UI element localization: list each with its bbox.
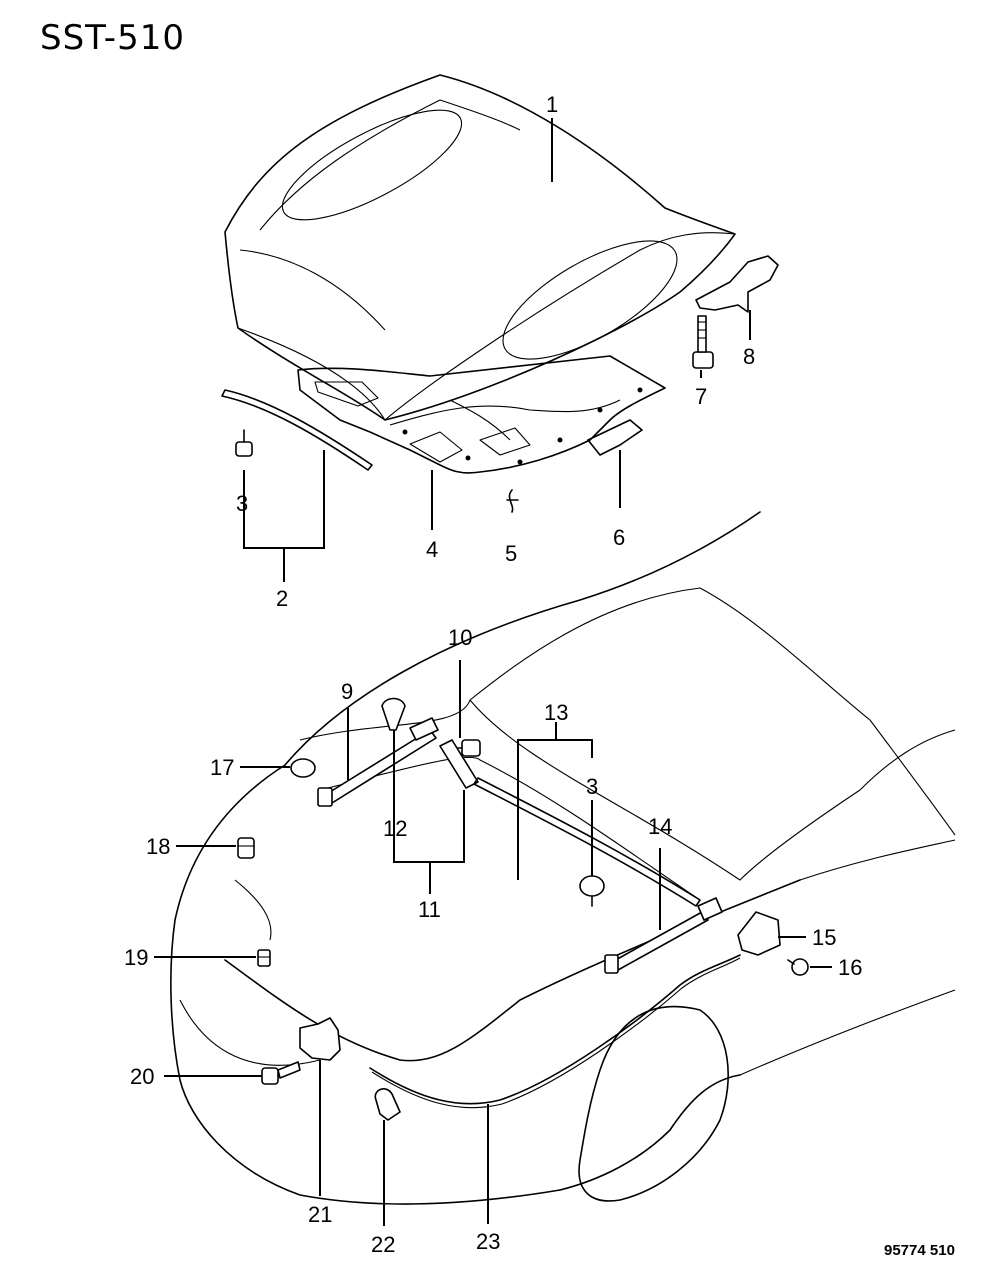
vehicle-body	[170, 511, 956, 1205]
callout-7: 7	[695, 384, 707, 409]
callout-9: 9	[341, 679, 353, 704]
latch-bolt	[261, 1061, 301, 1085]
callout-4: 4	[426, 537, 438, 562]
diagram-title: SST-510	[40, 18, 185, 58]
callout-11: 11	[418, 897, 441, 922]
callout-numbers: 1 2 3 4 5 6 7 8 9 10 11 12 13 3 14 15 16…	[124, 92, 862, 1257]
callout-13: 13	[544, 700, 568, 725]
hood-release-cable	[369, 954, 741, 1105]
callout-10: 10	[448, 625, 472, 650]
cable-clamp	[374, 1088, 401, 1121]
callout-3-lower: 3	[586, 774, 598, 799]
hood-bumper-cap	[290, 758, 316, 778]
hood-bumper-upper	[235, 429, 253, 457]
callout-6: 6	[613, 525, 625, 550]
insulator-clip	[506, 489, 519, 513]
callout-18: 18	[146, 834, 170, 859]
callout-1: 1	[546, 92, 558, 117]
callout-5: 5	[505, 541, 517, 566]
callout-8: 8	[743, 344, 755, 369]
front-seal-strip	[473, 777, 701, 907]
hood-support-rod-left	[317, 717, 439, 807]
hinge-bolt	[692, 315, 714, 369]
callout-20: 20	[130, 1064, 154, 1089]
hood-bumper-lower	[579, 875, 605, 907]
lower-leader-lines	[154, 660, 832, 1226]
callout-22: 22	[371, 1232, 395, 1257]
callout-19: 19	[124, 945, 148, 970]
rod-holder-clip	[381, 697, 406, 731]
hood-support-rod-right	[604, 897, 723, 974]
release-handle-bracket	[737, 911, 781, 956]
hood-insulator	[297, 355, 666, 474]
hood-bumper-18	[237, 837, 255, 859]
side-insulator	[587, 419, 643, 456]
callout-15: 15	[812, 925, 836, 950]
callout-23: 23	[476, 1229, 500, 1254]
callout-3: 3	[236, 491, 248, 516]
hood-latch	[299, 1017, 341, 1061]
callout-17: 17	[210, 755, 234, 780]
hood-panel	[224, 74, 736, 421]
callout-16: 16	[838, 955, 862, 980]
callout-21: 21	[308, 1202, 332, 1227]
upper-leader-lines	[243, 118, 751, 582]
hood-weatherstrip	[221, 389, 373, 471]
hood-hinge	[695, 255, 779, 313]
callout-14: 14	[648, 814, 672, 839]
bracket-screw	[787, 958, 809, 976]
callout-2: 2	[276, 586, 288, 611]
callout-12: 12	[383, 816, 407, 841]
hood-stopper-19	[257, 949, 271, 967]
support-rod-bracket	[439, 739, 479, 789]
diagram-code: 95774 510	[884, 1242, 955, 1259]
